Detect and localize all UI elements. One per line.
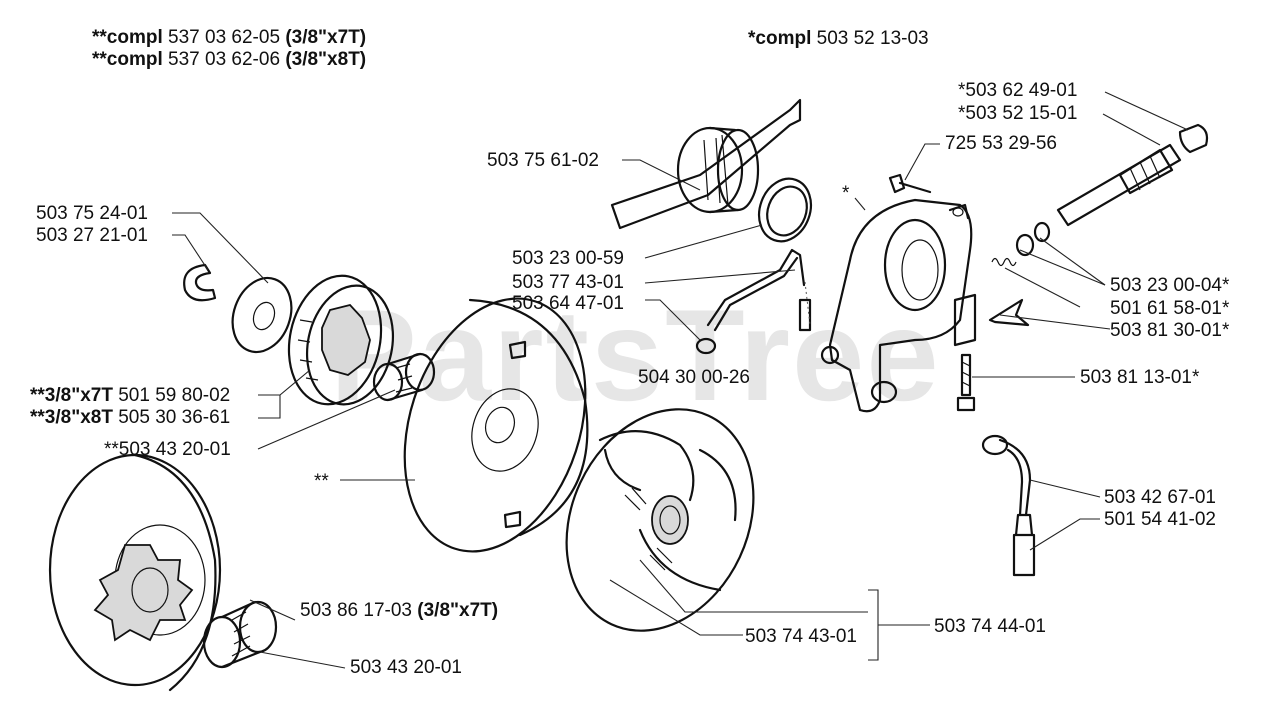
- oil-filter-drawing: [1012, 513, 1036, 577]
- sealing-plug-drawing: [988, 298, 1030, 327]
- adjusting-screw-drawing: [956, 353, 976, 412]
- washer-drawing: [231, 276, 293, 354]
- worm-gear-drawing: [610, 98, 802, 230]
- end-cap-drawing: [1178, 123, 1209, 154]
- oil-pipe-drawing: [695, 248, 812, 355]
- part-label: 503 75 24-01: [36, 203, 148, 224]
- part-label: 503 75 61-02: [487, 150, 599, 171]
- part-label: 503 86 17-03 (3/8"x7T): [300, 600, 499, 621]
- needle-bearing-bottom-drawing: [202, 600, 278, 669]
- part-label: 503 77 43-01: [512, 272, 624, 293]
- part-label: **3/8"x7T 501 59 80-02: [30, 385, 231, 406]
- part-label: *503 52 15-01: [958, 103, 1078, 124]
- part-label: 503 74 44-01: [934, 616, 1046, 637]
- part-label: 501 54 41-02: [1104, 509, 1216, 530]
- part-label: 503 42 67-01: [1104, 487, 1216, 508]
- part-label: 503 23 00-04*: [1110, 275, 1230, 296]
- part-label: **3/8"x8T 505 30 36-61: [30, 407, 231, 428]
- part-label: *: [842, 183, 850, 204]
- header-right: *compl 503 52 13-03: [748, 28, 929, 49]
- part-label: 503 43 20-01: [350, 657, 462, 678]
- o-ring-drawing: [757, 177, 813, 243]
- part-label: 503 23 00-59: [512, 248, 624, 269]
- part-label: 503 74 43-01: [745, 626, 857, 647]
- header-left-line1: **compl 537 03 62-05 (3/8"x7T): [92, 27, 367, 48]
- part-label: 504 30 00-26: [638, 367, 750, 388]
- screw-drawing: [888, 173, 932, 194]
- part-label: 503 81 13-01*: [1080, 367, 1200, 388]
- oil-hose-drawing: [981, 434, 1032, 517]
- header-left-line2: **compl 537 03 62-06 (3/8"x8T): [92, 49, 367, 70]
- part-label: *503 62 49-01: [958, 80, 1078, 101]
- piston-shaft-drawing: [1056, 143, 1182, 227]
- part-label: 725 53 29-56: [945, 133, 1057, 154]
- part-label: 503 64 47-01: [512, 293, 624, 314]
- e-clip-drawing: [183, 263, 217, 302]
- spring-washer-drawing: [991, 221, 1051, 267]
- oil-pump-housing-drawing: [820, 198, 977, 413]
- rim-sprocket-drawing: [287, 274, 395, 406]
- part-label: 503 81 30-01*: [1110, 320, 1230, 341]
- clutch-drum-drawing: [403, 297, 589, 553]
- clutch-assembly-drawing: [565, 408, 755, 632]
- part-label: **503 43 20-01: [104, 439, 231, 460]
- drive-sprocket-drawing: [48, 453, 222, 692]
- part-label: 501 61 58-01*: [1110, 298, 1230, 319]
- leader-lines: [172, 91, 1189, 669]
- part-label: **: [314, 471, 329, 492]
- needle-bearing-top-drawing: [372, 352, 436, 402]
- part-label: 503 27 21-01: [36, 225, 148, 246]
